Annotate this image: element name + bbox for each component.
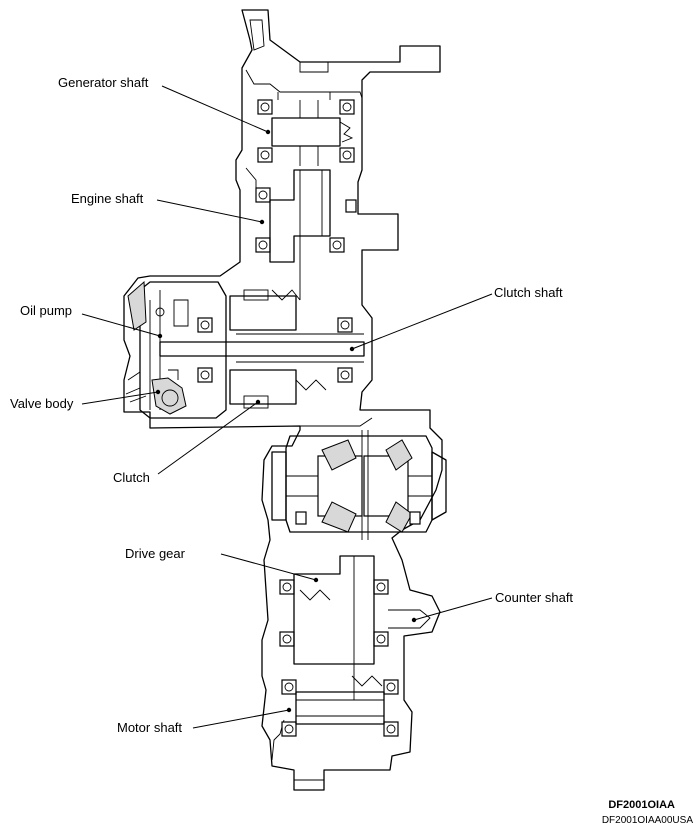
label-drive-gear: Drive gear	[125, 546, 185, 561]
leader-clutch	[157, 401, 259, 475]
leader-motor-shaft	[192, 709, 290, 729]
label-valve-body: Valve body	[10, 396, 74, 411]
figure-code: DF2001OIAA	[608, 799, 675, 811]
label-clutch: Clutch	[113, 470, 150, 485]
leader-drive-gear	[220, 553, 317, 581]
leader-generator-shaft	[161, 85, 269, 133]
clutch-shaft-assembly	[125, 280, 365, 419]
label-generator-shaft: Generator shaft	[58, 75, 149, 90]
leader-clutch-shaft	[351, 293, 493, 350]
differential-assembly	[271, 430, 447, 540]
label-engine-shaft: Engine shaft	[71, 191, 144, 206]
leader-oil-pump	[81, 313, 161, 337]
counter-shaft-assembly	[279, 555, 431, 700]
leader-counter-shaft	[413, 597, 493, 621]
leader-valve-body	[81, 391, 159, 405]
engine-shaft-assembly	[255, 169, 357, 301]
label-oil-pump: Oil pump	[20, 303, 73, 318]
housing-outline	[123, 9, 443, 791]
leader-engine-shaft	[156, 199, 263, 223]
leader-lines	[81, 85, 493, 729]
label-counter-shaft: Counter shaft	[495, 590, 574, 605]
label-motor-shaft: Motor shaft	[117, 720, 183, 735]
figure-sub-code: DF2001OIAA00USA	[601, 815, 693, 826]
label-clutch-shaft: Clutch shaft	[494, 285, 563, 300]
motor-shaft-assembly	[281, 675, 399, 737]
generator-shaft-assembly	[257, 92, 355, 166]
